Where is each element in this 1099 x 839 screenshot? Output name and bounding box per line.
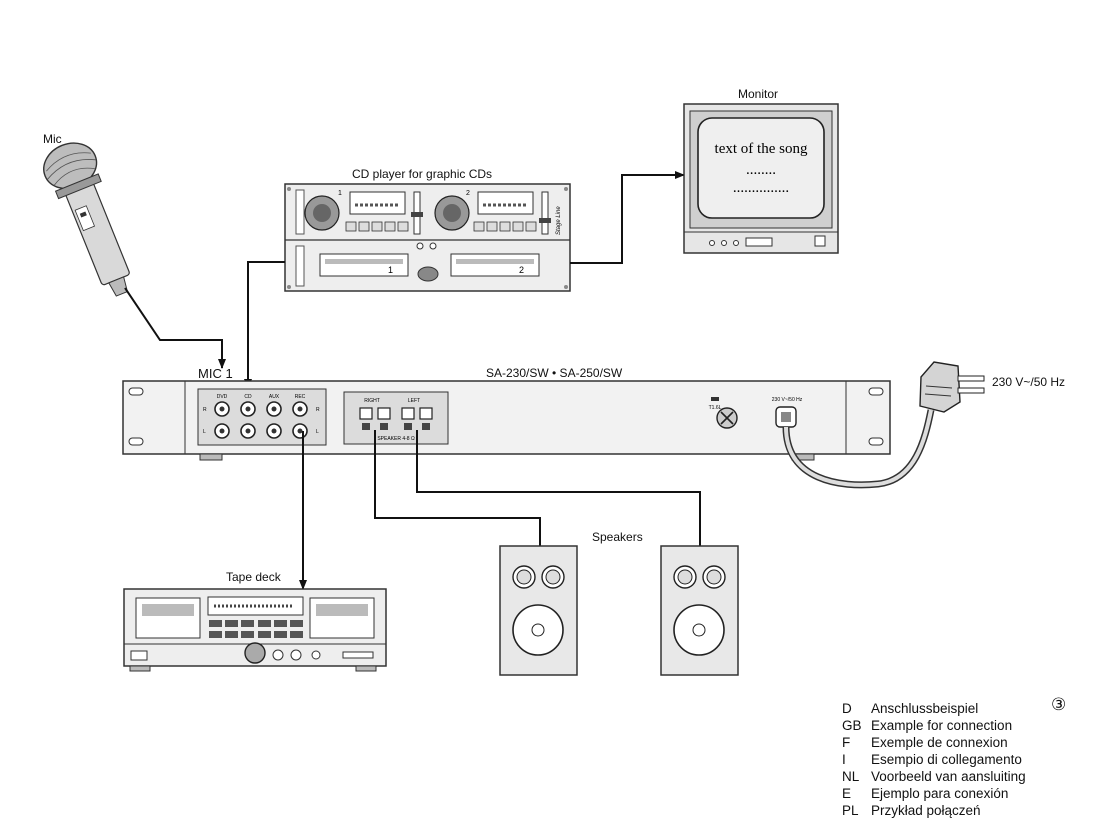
monitor-screen-text: text of the song [715, 141, 808, 157]
cd-tray-2-number: 2 [519, 265, 524, 275]
fuse-label: T1.6L [709, 405, 722, 411]
cd-brand-logo: Stage Line [556, 206, 562, 235]
amplifier-model-label: SA-230/SW • SA-250/SW [486, 366, 623, 380]
tape-deck [123, 588, 387, 672]
speakers-label: Speakers [592, 530, 643, 544]
input-aux-label: AUX [269, 394, 280, 400]
monitor-screen-dots-2: ............... [733, 180, 789, 196]
input-left-mark: L [203, 429, 206, 435]
legend-language-code: D [842, 701, 852, 716]
cd-deck-1-number: 1 [338, 190, 342, 197]
monitor-label: Monitor [738, 87, 779, 101]
legend-caption-text: Voorbeeld van aansluiting [871, 769, 1026, 784]
cd-tray-1-number: 1 [388, 265, 393, 275]
speaker-right-label: RIGHT [364, 398, 380, 404]
speaker-left-cable [416, 430, 701, 546]
input-dvd-label: DVD [217, 394, 228, 400]
legend-caption-text: Example for connection [871, 718, 1013, 733]
cd-to-amp-cable [244, 261, 285, 389]
legend-language-code: PL [842, 803, 859, 818]
legend-caption-text: Anschlussbeispiel [871, 701, 979, 716]
power-plug [919, 361, 985, 413]
speaker-right-cable [374, 430, 541, 546]
legend-language-code: F [842, 735, 851, 750]
input-cd-label: CD [244, 394, 252, 400]
input-rec-label: REC [295, 394, 306, 400]
mic-label: Mic [43, 132, 62, 146]
cd-to-monitor-cable [570, 171, 685, 264]
legend-row: PL Przykład połączeń [842, 802, 1026, 819]
legend-row: GB Example for connection [842, 717, 1026, 734]
legend-language-code: E [842, 786, 852, 801]
tape-deck-label: Tape deck [226, 570, 281, 584]
input-right-mark-2: R [316, 407, 320, 413]
figure-number: ③ [1051, 695, 1067, 714]
cd-player-label: CD player for graphic CDs [352, 167, 493, 181]
legend-language-code: I [842, 752, 846, 767]
power-spec-label: 230 V~/50 Hz [992, 375, 1066, 389]
legend-caption-text: Przykład połączeń [871, 803, 981, 818]
legend-row: NL Voorbeeld van aansluiting [842, 768, 1026, 785]
legend-caption-text: Ejemplo para conexión [871, 786, 1009, 801]
legend-row: I Esempio di collegamento [842, 751, 1026, 768]
cd-deck-2-number: 2 [466, 190, 470, 197]
monitor-screen-dots-1: ........ [746, 162, 776, 178]
input-left-mark-2: L [316, 429, 319, 435]
mic-cable [124, 287, 226, 369]
power-inlet-label: 230 V~/50 Hz [772, 397, 803, 403]
speaker-right-box [660, 545, 739, 676]
legend-caption-text: Esempio di collegamento [871, 752, 1022, 767]
speaker-impedance-label: SPEAKER 4-8 Ω [377, 436, 415, 442]
microphone [43, 142, 130, 297]
input-right-mark: R [203, 407, 207, 413]
monitor: text of the song ........ ..............… [683, 103, 839, 254]
legend-row: D Anschlussbeispiel [842, 700, 1026, 717]
legend-language-code: NL [842, 769, 860, 784]
amplifier: DVD CD AUX REC R L R L RIGHT LEFT SPEAKE… [122, 380, 891, 461]
legend-caption-text: Exemple de connexion [871, 735, 1008, 750]
legend-language-code: GB [842, 718, 862, 733]
mic1-input-label: MIC 1 [198, 366, 233, 381]
speaker-left-box [499, 545, 578, 676]
speaker-left-label: LEFT [408, 398, 420, 404]
cd-player: 1 2 1 2 Stage Line [284, 183, 571, 292]
legend-row: F Exemple de connexion [842, 734, 1026, 751]
legend-row: E Ejemplo para conexión [842, 785, 1026, 802]
